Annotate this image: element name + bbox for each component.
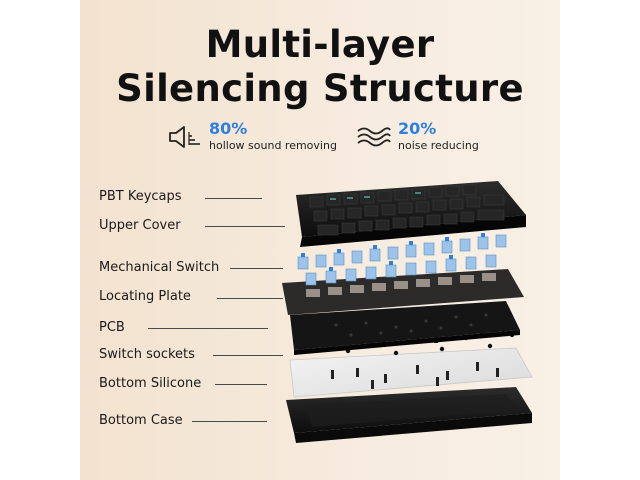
stat-value: 80% bbox=[209, 119, 248, 138]
bottom-case-layer bbox=[286, 387, 532, 443]
layer-label-pbt-keycaps: PBT Keycaps bbox=[99, 189, 182, 204]
layer-label-upper-cover: Upper Cover bbox=[99, 218, 181, 233]
stat-value: 20% bbox=[398, 119, 437, 138]
leader-line bbox=[148, 328, 268, 329]
leader-line bbox=[192, 421, 267, 422]
leader-line bbox=[217, 298, 283, 299]
stat-label: noise reducing bbox=[398, 139, 479, 152]
bottom-silicone-layer bbox=[289, 347, 533, 398]
pcb-layer bbox=[290, 301, 520, 355]
title-line-1: Multi-layer bbox=[205, 23, 435, 66]
speaker-low-volume-icon bbox=[169, 126, 200, 148]
sound-waves-icon bbox=[357, 127, 391, 147]
upper-cover-keycaps-layer bbox=[296, 181, 526, 247]
leader-line bbox=[230, 268, 283, 269]
layer-label-bottom-case: Bottom Case bbox=[99, 413, 183, 428]
mechanical-switches-layer bbox=[297, 233, 507, 286]
leader-line bbox=[213, 355, 283, 356]
title-line-2: Silencing Structure bbox=[116, 67, 524, 110]
layer-label-mechanical-switch: Mechanical Switch bbox=[99, 260, 220, 275]
layer-label-locating-plate: Locating Plate bbox=[99, 289, 191, 304]
layer-label-switch-sockets: Switch sockets bbox=[99, 347, 195, 362]
stat-label: hollow sound removing bbox=[209, 139, 337, 152]
leader-line bbox=[205, 198, 262, 199]
product-infographic: Multi-layer Silencing Structure 80% holl… bbox=[80, 0, 560, 480]
layer-label-bottom-silicone: Bottom Silicone bbox=[99, 376, 202, 391]
leader-line bbox=[215, 384, 267, 385]
leader-line bbox=[205, 226, 285, 227]
locating-plate-layer bbox=[282, 269, 524, 315]
keyboard-exploded-illustration bbox=[282, 181, 533, 443]
layer-label-pcb: PCB bbox=[99, 320, 125, 335]
